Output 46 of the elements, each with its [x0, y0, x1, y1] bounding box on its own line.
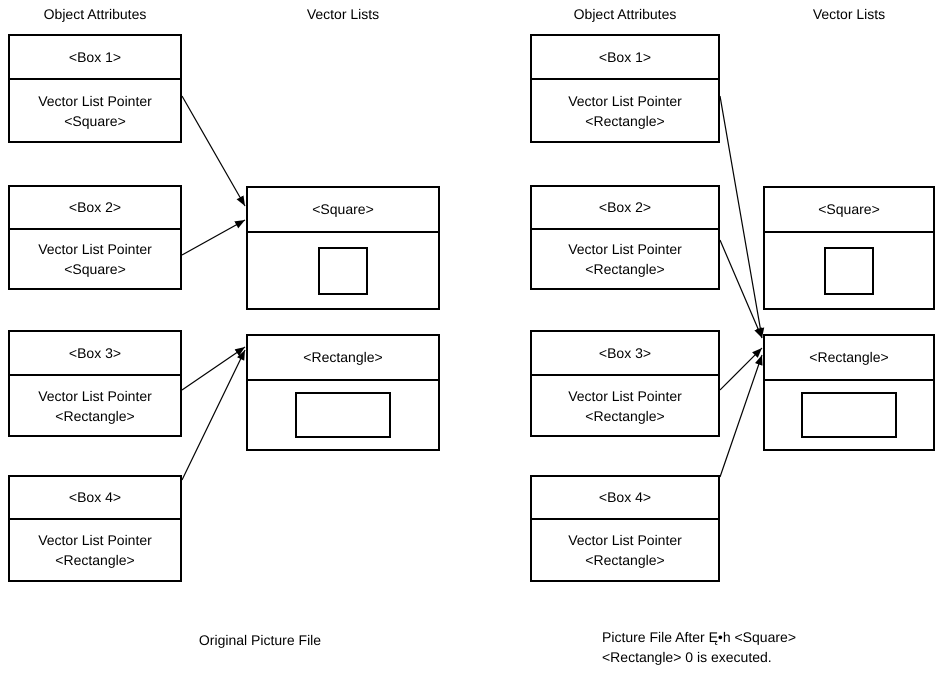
object-attribute-box: [8, 475, 182, 582]
vector-list-box: [246, 186, 440, 310]
box-heading: <Box 1>: [598, 48, 652, 66]
object-attribute-box: [530, 34, 720, 143]
arrow: [182, 346, 246, 390]
column-heading: Vector Lists: [306, 5, 380, 24]
box-heading: <Box 3>: [598, 344, 652, 362]
arrow: [181, 96, 246, 206]
arrow: [182, 219, 246, 256]
arrow: [719, 354, 763, 478]
arrow: [719, 96, 764, 338]
pointer-text: Vector List Pointer <Square>: [37, 92, 153, 130]
box-heading: <Square>: [818, 200, 880, 219]
arrow: [181, 350, 246, 480]
pointer-text: Vector List Pointer <Rectangle>: [567, 386, 683, 426]
pointer-text: Vector List Pointer <Rectangle>: [567, 92, 683, 130]
vector-list-box: [763, 334, 935, 451]
vector-list-box: [763, 186, 935, 310]
box-heading: <Box 3>: [68, 344, 122, 362]
arrow: [719, 240, 763, 338]
column-heading: Object Attributes: [572, 5, 678, 24]
box-heading: <Rectangle>: [303, 348, 383, 367]
pointer-text: Vector List Pointer <Rectangle>: [37, 386, 153, 426]
box-heading: <Box 4>: [68, 488, 122, 507]
arrow: [720, 348, 762, 390]
object-attribute-box: [8, 330, 182, 437]
pointer-text: Vector List Pointer <Rectangle>: [567, 531, 683, 570]
pointer-text: Vector List Pointer <Rectangle>: [37, 531, 153, 570]
caption-text: Picture File After Ę•h <Square> <Rectangle> 0 is executed.: [602, 628, 798, 667]
caption-text: Original Picture File: [198, 631, 322, 650]
vector-list-box: [246, 334, 440, 451]
box-heading: <Rectangle>: [809, 348, 889, 367]
box-heading: <Square>: [312, 200, 374, 219]
pointer-text: Vector List Pointer <Rectangle>: [567, 240, 683, 279]
column-heading: Vector Lists: [812, 5, 886, 24]
object-attribute-box: [530, 475, 720, 582]
box-heading: <Box 2>: [68, 198, 122, 217]
pointer-text: Vector List Pointer <Square>: [37, 240, 153, 279]
object-attribute-box: [530, 185, 720, 290]
column-heading: Object Attributes: [42, 5, 148, 24]
box-heading: <Box 1>: [68, 48, 122, 66]
box-heading: <Box 4>: [598, 488, 652, 507]
box-heading: <Box 2>: [598, 198, 652, 217]
object-attribute-box: [8, 34, 182, 143]
object-attribute-box: [530, 330, 720, 437]
object-attribute-box: [8, 185, 182, 290]
